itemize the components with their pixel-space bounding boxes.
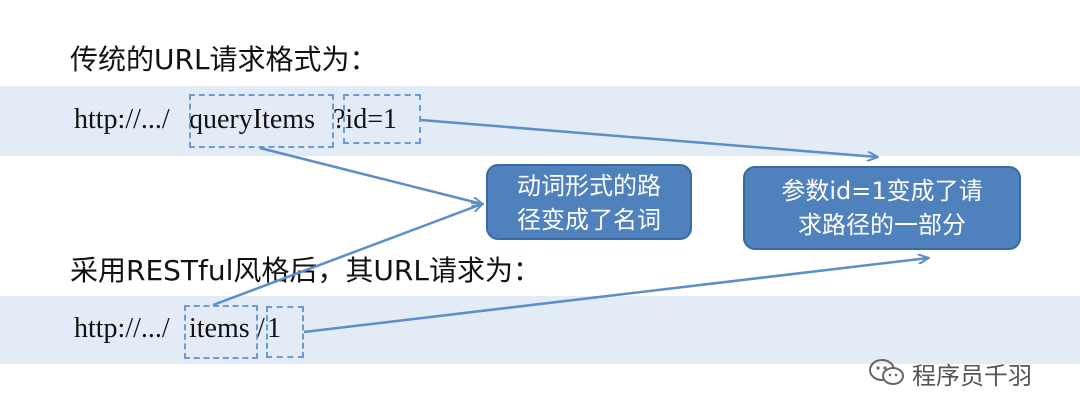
arrow-items-to-callout [212,204,482,307]
arrow-param-value-to-callout [303,258,928,334]
arrow-query-items-to-callout [259,146,482,204]
callout-line: 动词形式的路 [517,172,661,200]
callout-line: 参数id=1变成了请 [781,177,983,205]
traditional-url-prefix: http://.../ [74,104,170,135]
callout-line: 求路径的一部分 [798,211,966,239]
traditional-url-band [0,86,1080,156]
restful-url-band [0,296,1080,364]
arrow-id-param-to-callout [420,118,877,157]
restful-url-prefix: http://.../ [74,313,170,344]
wechat-icon [869,359,904,385]
restful-url-param: 1 [267,313,281,344]
restful-url-path: items [189,313,250,344]
restful-url-slash: / [257,313,265,344]
param-value-highlight [266,306,304,358]
param-to-path-callout: 参数id=1变成了请 求路径的一部分 [743,166,1021,250]
callout-line: 径变成了名词 [517,206,661,234]
watermark-text: 程序员千羽 [912,362,1032,390]
items-highlight [184,305,258,359]
verb-to-noun-callout: 动词形式的路 径变成了名词 [486,164,692,240]
id-param-highlight [343,94,421,144]
traditional-heading: 传统的URL请求格式为： [70,43,378,76]
query-items-highlight [189,94,334,148]
traditional-url-path: queryItems [189,104,315,135]
